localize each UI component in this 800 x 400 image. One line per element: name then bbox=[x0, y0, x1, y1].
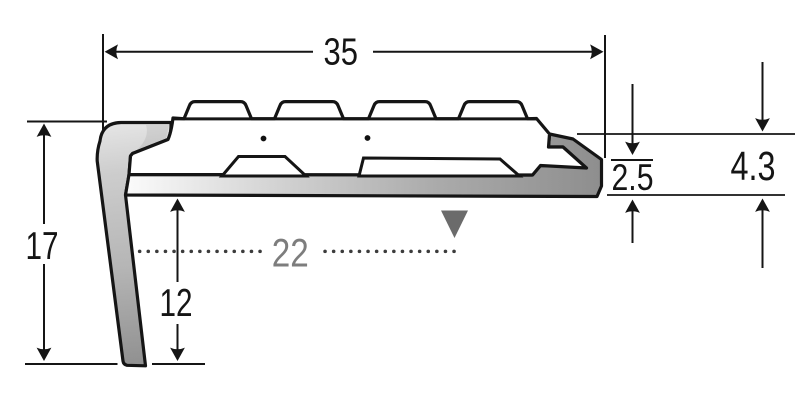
svg-text:12: 12 bbox=[160, 282, 193, 325]
svg-text:4.3: 4.3 bbox=[731, 143, 776, 189]
svg-text:35: 35 bbox=[324, 32, 359, 74]
svg-text:22: 22 bbox=[272, 231, 309, 275]
svg-text:2.5: 2.5 bbox=[612, 157, 654, 198]
svg-text:17: 17 bbox=[26, 225, 59, 268]
